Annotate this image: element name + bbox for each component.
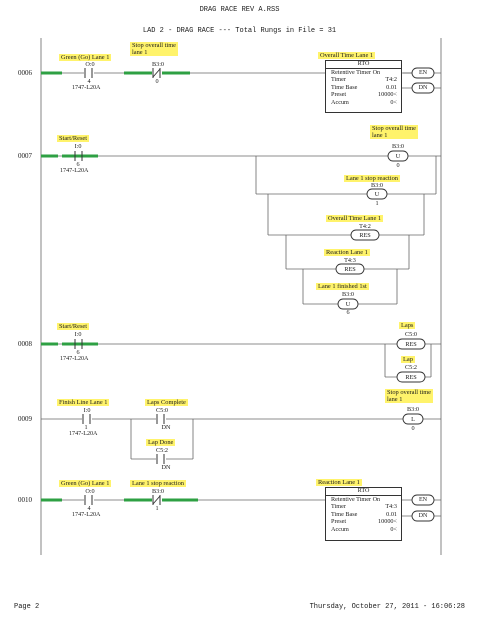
label-line-2: lane 1 bbox=[132, 49, 148, 56]
contact-bit: 4 bbox=[87, 78, 91, 85]
label-line-1: Stop overall time bbox=[372, 125, 417, 132]
instruction-name: Retentive Timer On bbox=[331, 496, 381, 503]
coil-address: B3:0 bbox=[406, 406, 420, 413]
page-subtitle: LAD 2 - DRAG RACE --- Total Rungs in Fil… bbox=[142, 27, 337, 35]
en-output: EN bbox=[418, 496, 428, 503]
coil-address: B3:0 bbox=[391, 143, 405, 150]
instruction-type: RTO bbox=[326, 61, 401, 69]
file-title: DRAG RACE REV A.RSS bbox=[199, 6, 280, 14]
contact-address: I:0 bbox=[83, 407, 91, 414]
contact-address: B3:0 bbox=[151, 488, 165, 495]
contact-label: Finish Line Lane 1 bbox=[57, 399, 110, 406]
instruction-type: RTO bbox=[326, 488, 401, 496]
label-line-1: Stop overall time bbox=[132, 42, 177, 49]
coil-address: C5:2 bbox=[404, 364, 418, 371]
contact-label: Laps Complete bbox=[145, 399, 188, 406]
coil-bit: 0 bbox=[411, 425, 415, 432]
contact-address: C5:2 bbox=[155, 447, 169, 454]
coil-address: B3:0 bbox=[341, 291, 355, 298]
rung-number-0010: 0010 bbox=[18, 496, 32, 504]
contact-bit: 0 bbox=[155, 78, 159, 85]
coil-type: U bbox=[374, 190, 380, 198]
contact-label: Green (Go) Lane 1 bbox=[59, 480, 112, 487]
label-line-2: lane 1 bbox=[372, 132, 388, 139]
dn-output: DN bbox=[418, 84, 428, 91]
coil-type: L bbox=[411, 415, 415, 423]
contact-label: Start/Reset bbox=[57, 323, 90, 330]
contact-address: I:0 bbox=[74, 331, 82, 338]
coil-address: C5:0 bbox=[404, 331, 418, 338]
timer-label: Reaction Lane 1 bbox=[316, 479, 362, 486]
coil-label: Laps bbox=[399, 322, 416, 329]
contact-label: Start/Reset bbox=[57, 135, 90, 142]
contact-bit: 6 bbox=[76, 161, 80, 168]
contact-address: O:0 bbox=[85, 61, 95, 68]
rung-number-0006: 0006 bbox=[18, 69, 32, 77]
coil-bit: 1 bbox=[375, 200, 379, 207]
coil-bit: 6 bbox=[346, 309, 350, 316]
rung-number-0007: 0007 bbox=[18, 152, 32, 160]
coil-label: Stop overall time lane 1 bbox=[370, 125, 419, 139]
contact-label: Green (Go) Lane 1 bbox=[59, 54, 112, 61]
coil-type: RES bbox=[405, 340, 417, 348]
coil-type: U bbox=[345, 300, 351, 308]
timer-label: Overall Time Lane 1 bbox=[318, 52, 376, 59]
contact-address: B3:0 bbox=[151, 61, 165, 68]
coil-label: Lane 1 stop reaction bbox=[344, 175, 400, 182]
contact-bit: 1 bbox=[84, 424, 88, 431]
contact-address: I:0 bbox=[74, 143, 82, 150]
coil-label: Stop overall time lane 1 bbox=[385, 389, 434, 403]
coil-type: U bbox=[395, 152, 401, 160]
en-output: EN bbox=[418, 69, 428, 76]
contact-bit: 4 bbox=[87, 505, 91, 512]
contact-module: 1747-L20A bbox=[72, 85, 101, 91]
contact-address: O:0 bbox=[85, 488, 95, 495]
contact-bit: 1 bbox=[155, 505, 159, 512]
coil-type: RES bbox=[405, 373, 417, 381]
contact-label: Stop overall time lane 1 bbox=[130, 42, 179, 56]
contact-address: C5:0 bbox=[155, 407, 169, 414]
dn-output: DN bbox=[418, 512, 428, 519]
coil-address: B3:0 bbox=[370, 182, 384, 189]
print-date: Thursday, October 27, 2011 - 16:06:28 bbox=[309, 603, 465, 611]
coil-label: Reaction Lane 1 bbox=[324, 249, 370, 256]
contact-bit: DN bbox=[161, 464, 171, 471]
label-line-2: lane 1 bbox=[387, 396, 403, 403]
page-number: Page 2 bbox=[14, 603, 40, 611]
rung-number-0009: 0009 bbox=[18, 415, 32, 423]
instruction-name: Retentive Timer On bbox=[331, 69, 381, 76]
coil-type: RES bbox=[344, 265, 356, 273]
coil-label: Lap bbox=[401, 356, 415, 363]
label-line-1: Stop overall time bbox=[387, 389, 432, 396]
contact-label: Lane 1 stop reaction bbox=[130, 480, 186, 487]
contact-module: 1747-L20A bbox=[60, 356, 89, 362]
rung-number-0008: 0008 bbox=[18, 340, 32, 348]
contact-module: 1747-L20A bbox=[60, 168, 89, 174]
contact-bit: DN bbox=[161, 424, 171, 431]
coil-type: RES bbox=[359, 231, 371, 239]
contact-module: 1747-L20A bbox=[69, 431, 98, 437]
coil-label: Overall Time Lane 1 bbox=[326, 215, 384, 222]
coil-bit: 0 bbox=[396, 162, 400, 169]
coil-address: T4:3 bbox=[344, 257, 356, 264]
contact-bit: 6 bbox=[76, 349, 80, 356]
coil-label: Lane 1 finished 1st bbox=[316, 283, 369, 290]
coil-address: T4:2 bbox=[359, 222, 371, 230]
contact-module: 1747-L20A bbox=[72, 512, 101, 518]
contact-label: Lap Done bbox=[146, 439, 176, 446]
